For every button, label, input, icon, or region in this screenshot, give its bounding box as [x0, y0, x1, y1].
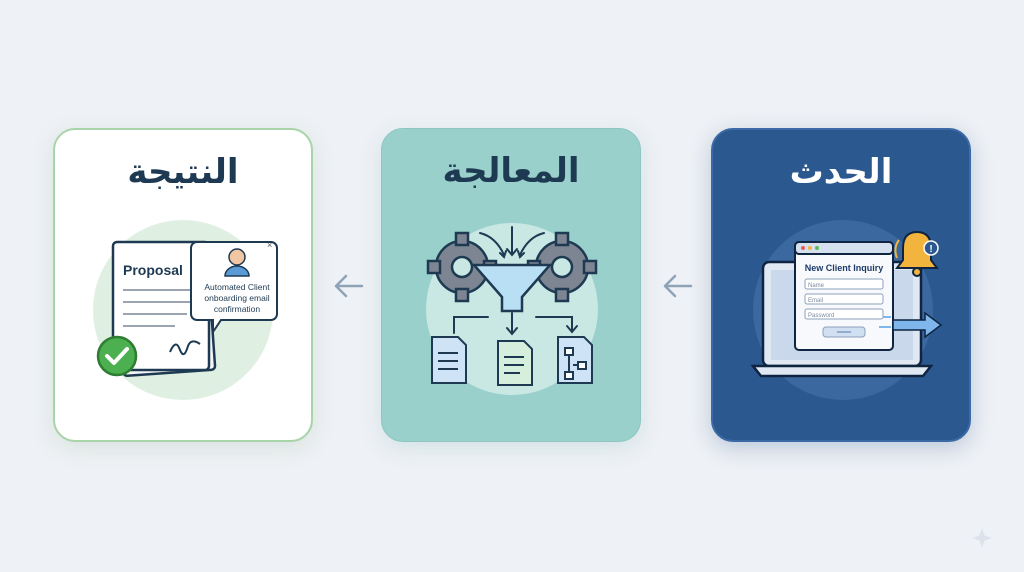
- processing-card-title: المعالجة: [442, 151, 580, 191]
- sparkle-icon: [972, 528, 992, 548]
- processing-illustration: [426, 223, 598, 395]
- inquiry-form-window: New Client Inquiry Name Email Password: [794, 241, 894, 351]
- email-notification-bubble: × Automated Client onboarding email conf…: [190, 240, 278, 336]
- proposal-label: Proposal: [123, 262, 183, 278]
- password-field: Password: [808, 313, 834, 319]
- result-card-title: النتيجة: [127, 152, 239, 192]
- signature-icon: [169, 340, 201, 356]
- incoming-arrows: [479, 226, 545, 259]
- gear-icon: [426, 231, 498, 303]
- event-illustration: New Client Inquiry Name Email Password !: [750, 220, 943, 400]
- name-field: Name: [808, 283, 825, 289]
- avatar-icon: [228, 248, 246, 266]
- notification-line-2: onboarding email: [204, 293, 269, 303]
- outgoing-arrows: [453, 312, 578, 336]
- document-icon: [431, 336, 467, 384]
- alert-badge: !: [929, 244, 932, 255]
- arrow-left-icon: [334, 274, 364, 298]
- notification-line-1: Automated Client: [204, 282, 270, 292]
- bell-icon: !: [894, 230, 939, 277]
- arrow-right-icon: [879, 311, 943, 339]
- event-card: الحدث New Client Inquiry Name Email Pass…: [711, 128, 971, 442]
- check-badge-icon: [96, 335, 138, 377]
- form-title: New Client Inquiry: [805, 263, 884, 273]
- notification-line-3: confirmation: [214, 304, 261, 314]
- close-icon: ×: [267, 240, 272, 250]
- arrow-left-icon: [663, 274, 693, 298]
- result-illustration: Proposal × Automated Client onboarding e…: [93, 220, 278, 400]
- funnel-icon: [471, 263, 553, 313]
- result-card: النتيجة Proposal × Automated Client onbo…: [53, 128, 313, 442]
- flowchart-document-icon: [557, 336, 593, 384]
- event-card-title: الحدث: [789, 152, 893, 192]
- document-icon: [497, 340, 533, 386]
- email-field: Email: [808, 298, 823, 304]
- processing-card: المعالجة: [381, 128, 641, 442]
